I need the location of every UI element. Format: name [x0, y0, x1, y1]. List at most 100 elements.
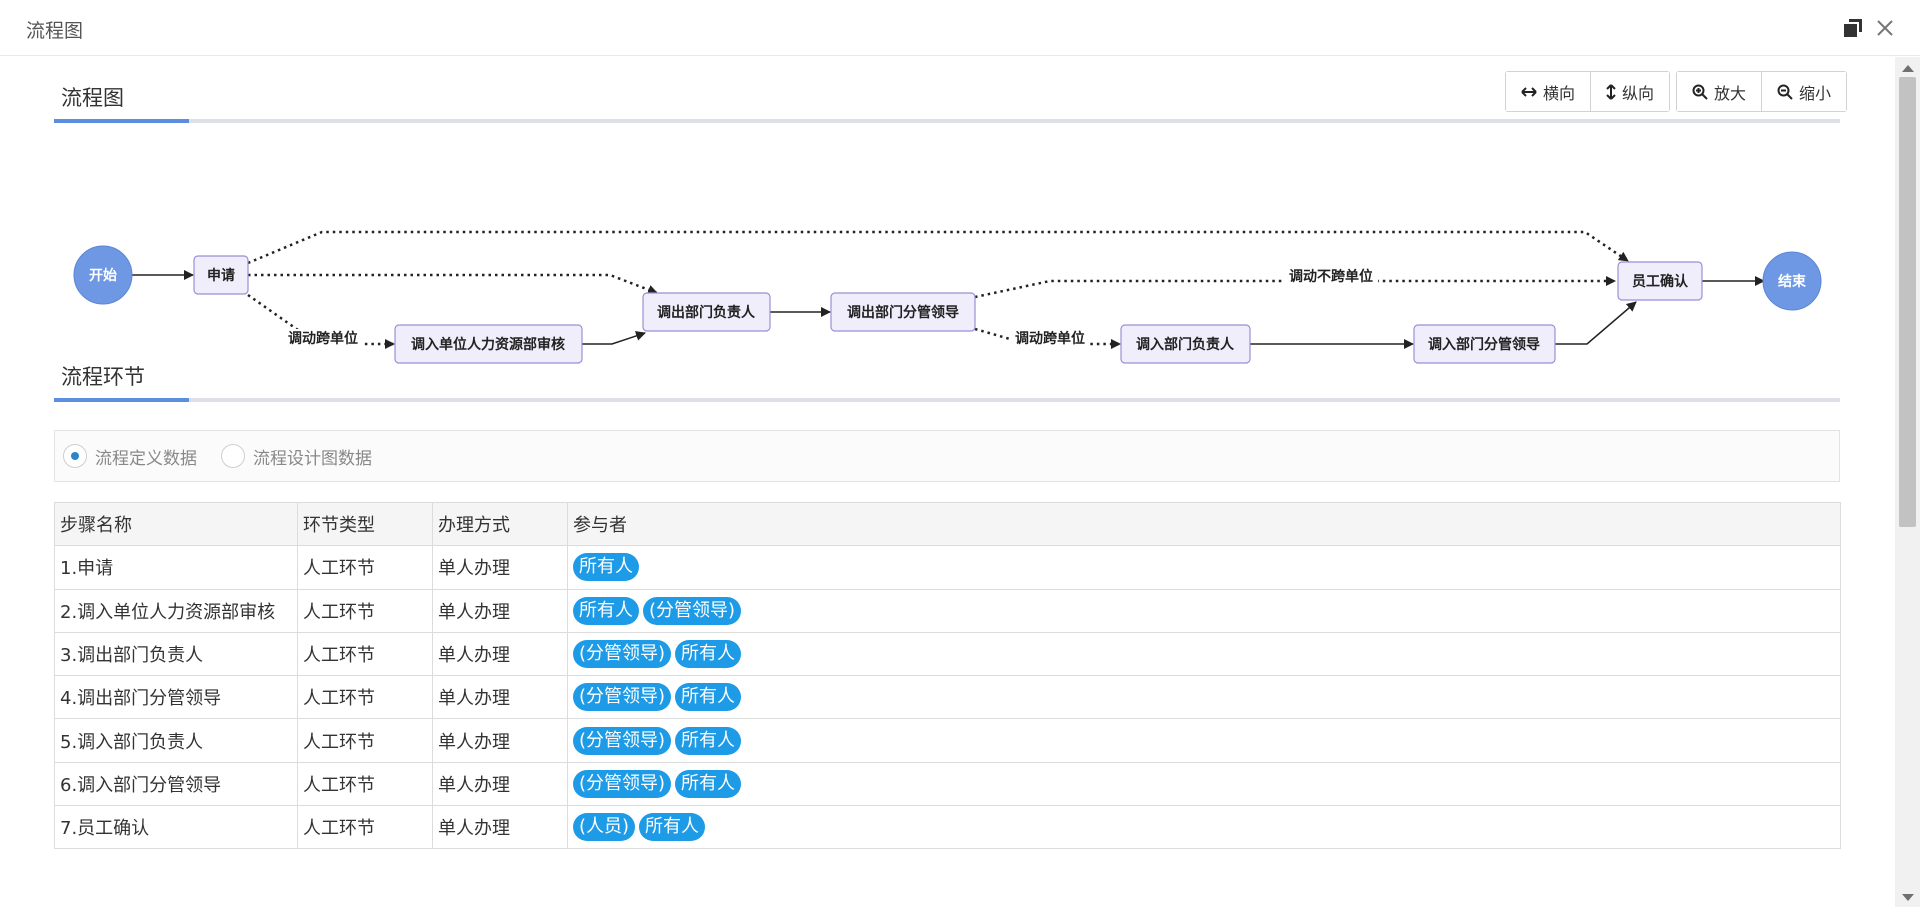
cell-step-name: 7.员工确认	[54, 805, 298, 850]
cell-participants: 所有人(分管领导)	[567, 588, 1841, 633]
cell-participants: (分管领导)所有人	[567, 631, 1841, 677]
participant-tag[interactable]: 所有人	[573, 553, 639, 582]
cell-participants: (分管领导)所有人	[567, 675, 1841, 720]
flow-diagram: 调动跨单位 调动跨单位 调动不跨单位 开始 结束 申请 调入单位人力资源部审核 …	[73, 230, 1822, 364]
table-row: 3.调出部门负责人 人工环节 单人办理 (分管领导)所有人	[54, 631, 1841, 677]
participant-tag[interactable]: 所有人	[675, 683, 742, 712]
node-hr-review-label: 调入单位人力资源部审核	[411, 336, 565, 353]
node-in-head-label: 调入部门负责人	[1136, 336, 1235, 353]
node-out-leader[interactable]: 调出部门分管领导	[830, 292, 976, 332]
header-handle-mode: 办理方式	[432, 501, 568, 547]
zoom-in-button[interactable]: 放大	[1677, 72, 1763, 111]
cell-handle-mode: 单人办理	[432, 588, 568, 633]
zoom-in-label: 放大	[1714, 83, 1747, 103]
radio-definition-data-circle[interactable]	[63, 444, 87, 468]
zoom-out-button[interactable]: 缩小	[1762, 72, 1847, 111]
end-node-label: 结束	[1778, 273, 1807, 290]
participant-tag[interactable]: 所有人	[639, 813, 706, 842]
node-in-leader[interactable]: 调入部门分管领导	[1413, 324, 1556, 364]
table-row: 2.调入单位人力资源部审核 人工环节 单人办理 所有人(分管领导)	[54, 588, 1841, 633]
vertical-arrows-icon	[1606, 83, 1616, 100]
header-step-type: 环节类型	[297, 501, 433, 547]
table-row: 4.调出部门分管领导 人工环节 单人办理 (分管领导)所有人	[54, 675, 1841, 720]
radio-definition-data[interactable]: 流程定义数据	[63, 444, 197, 469]
cell-participants: (人员)所有人	[567, 805, 1841, 850]
table-row: 5.调入部门负责人 人工环节 单人办理 (分管领导)所有人	[54, 718, 1841, 763]
participant-tag[interactable]: 所有人	[675, 726, 742, 755]
data-source-radio-group: 流程定义数据 流程设计图数据	[54, 430, 1840, 482]
edge-label-cross-unit-2: 调动跨单位	[1015, 330, 1085, 347]
participant-tag[interactable]: (分管领导)	[573, 769, 672, 798]
cell-handle-mode: 单人办理	[432, 545, 568, 590]
cell-handle-mode: 单人办理	[432, 761, 568, 807]
header-step-name: 步骤名称	[54, 501, 298, 547]
vertical-layout-button[interactable]: 纵向	[1591, 72, 1670, 111]
cell-participants: (分管领导)所有人	[567, 718, 1841, 763]
close-window-icon[interactable]	[1873, 16, 1897, 40]
cell-participants: (分管领导)所有人	[567, 761, 1841, 807]
participant-tag[interactable]: 所有人	[675, 769, 742, 798]
participant-tag[interactable]: (分管领导)	[573, 640, 672, 669]
node-confirm-label: 员工确认	[1632, 273, 1689, 290]
horizontal-layout-button[interactable]: 横向	[1506, 72, 1592, 111]
table-header-row: 步骤名称 环节类型 办理方式 参与者	[54, 501, 1841, 547]
participant-tag[interactable]: (人员)	[573, 813, 636, 842]
cell-step-name: 4.调出部门分管领导	[54, 675, 298, 720]
participant-tag[interactable]: 所有人	[573, 596, 639, 625]
orientation-button-group: 横向 纵向	[1505, 71, 1671, 112]
cell-handle-mode: 单人办理	[432, 805, 568, 850]
node-confirm[interactable]: 员工确认	[1617, 261, 1703, 301]
table-row: 6.调入部门分管领导 人工环节 单人办理 (分管领导)所有人	[54, 761, 1841, 807]
scroll-down-arrow-icon[interactable]	[1902, 894, 1914, 901]
participant-tag[interactable]: (分管领导)	[643, 596, 742, 625]
edge-in-leader-to-confirm	[1555, 301, 1637, 345]
cell-step-type: 人工环节	[297, 761, 433, 807]
cell-step-type: 人工环节	[297, 545, 433, 590]
zoom-in-icon	[1692, 84, 1708, 100]
vertical-layout-label: 纵向	[1622, 83, 1655, 103]
steps-section-divider	[54, 398, 1840, 402]
zoom-out-label: 缩小	[1799, 83, 1832, 103]
window-header: 流程图	[0, 0, 1920, 56]
scrollbar-thumb[interactable]	[1899, 77, 1916, 527]
radio-definition-data-label: 流程定义数据	[95, 448, 197, 469]
steps-section-title: 流程环节	[61, 365, 145, 389]
flow-chart-section-title: 流程图	[61, 86, 124, 110]
node-in-head[interactable]: 调入部门负责人	[1120, 324, 1251, 364]
edge-label-cross-unit-1: 调动跨单位	[288, 330, 358, 347]
cell-step-name: 1.申请	[54, 545, 298, 590]
zoom-out-icon	[1777, 84, 1793, 100]
node-out-head-label: 调出部门负责人	[657, 304, 756, 321]
restore-window-icon[interactable]	[1841, 16, 1865, 40]
node-apply[interactable]: 申请	[193, 255, 249, 295]
start-node[interactable]: 开始	[73, 245, 133, 305]
edge-hr-to-out-head	[582, 331, 646, 345]
cell-handle-mode: 单人办理	[432, 718, 568, 763]
cell-step-type: 人工环节	[297, 805, 433, 850]
cell-step-type: 人工环节	[297, 718, 433, 763]
cell-step-name: 6.调入部门分管领导	[54, 761, 298, 807]
radio-design-data-circle[interactable]	[221, 444, 245, 468]
participant-tag[interactable]: (分管领导)	[573, 683, 672, 712]
zoom-button-group: 放大 缩小	[1676, 71, 1848, 112]
participant-tag[interactable]: (分管领导)	[573, 726, 672, 755]
participant-tag[interactable]: 所有人	[675, 640, 742, 669]
cell-step-type: 人工环节	[297, 675, 433, 720]
edge-apply-to-confirm	[247, 230, 1629, 265]
cell-step-name: 2.调入单位人力资源部审核	[54, 588, 298, 633]
cell-step-name: 3.调出部门负责人	[54, 631, 298, 677]
horizontal-arrows-icon	[1521, 86, 1537, 97]
edge-apply-to-out-head	[248, 273, 658, 295]
cell-participants: 所有人	[567, 545, 1841, 590]
radio-design-data[interactable]: 流程设计图数据	[221, 444, 372, 469]
node-apply-label: 申请	[207, 267, 235, 284]
vertical-scrollbar[interactable]	[1895, 57, 1920, 907]
cell-step-type: 人工环节	[297, 588, 433, 633]
node-hr-review[interactable]: 调入单位人力资源部审核	[394, 324, 583, 364]
cell-step-type: 人工环节	[297, 631, 433, 677]
flow-chart-section-divider	[54, 119, 1840, 123]
scroll-up-arrow-icon[interactable]	[1902, 65, 1914, 72]
end-node[interactable]: 结束	[1762, 251, 1822, 311]
node-out-head[interactable]: 调出部门负责人	[642, 292, 771, 332]
steps-table: 步骤名称 环节类型 办理方式 参与者 1.申请 人工环节 单人办理 所有人 2.…	[54, 501, 1841, 850]
